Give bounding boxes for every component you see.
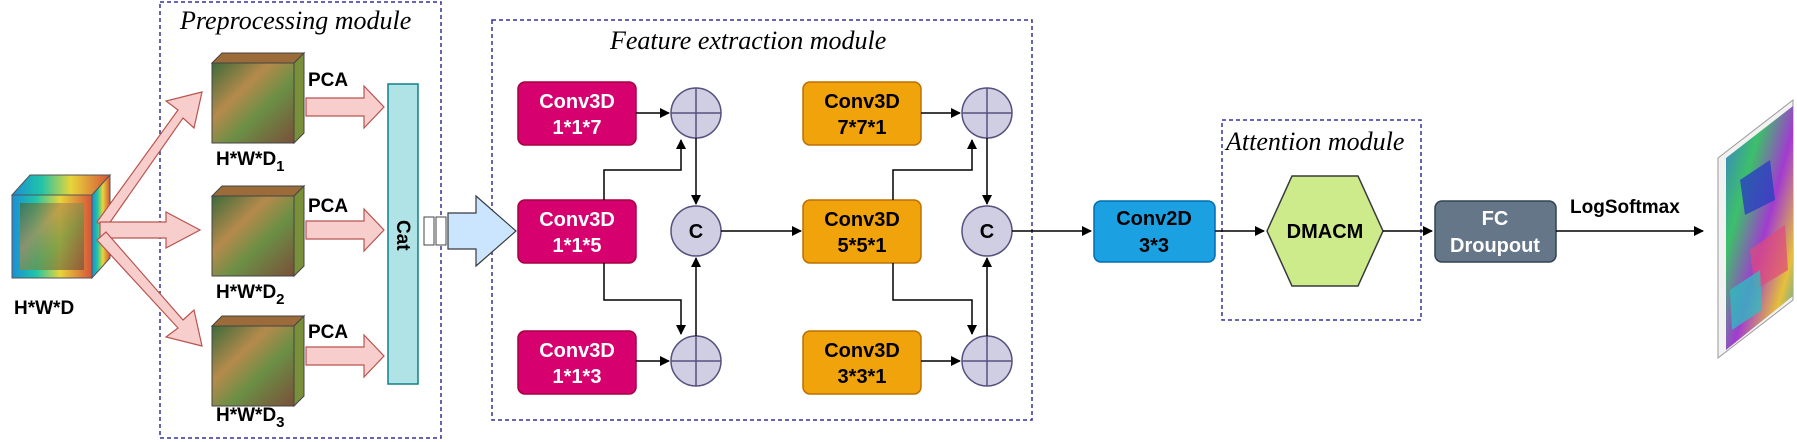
svg-text:Conv3D: Conv3D bbox=[824, 209, 900, 231]
svg-text:1*1*7: 1*1*7 bbox=[553, 117, 602, 139]
pca-label-1: PCA bbox=[308, 70, 348, 91]
svg-text:Droupout: Droupout bbox=[1450, 235, 1540, 257]
fan-arrow-top bbox=[96, 91, 203, 229]
cat-label: Cat bbox=[392, 220, 413, 251]
conv3d-3x3x1: Conv3D 3*3*1 bbox=[802, 330, 922, 395]
svg-text:DMACM: DMACM bbox=[1287, 221, 1364, 243]
feature-stack-small-2 bbox=[435, 216, 447, 246]
conv3d-7x7x1: Conv3D 7*7*1 bbox=[802, 81, 922, 146]
svg-text:Conv3D: Conv3D bbox=[824, 91, 900, 113]
input-hsi-cube bbox=[10, 173, 112, 280]
attention-module-title: Attention module bbox=[1224, 127, 1404, 156]
conv3d-1x1x5: Conv3D 1*1*5 bbox=[517, 199, 637, 264]
pca-label-3: PCA bbox=[308, 322, 348, 343]
input-label: H*W*D bbox=[14, 298, 74, 319]
band-label-3: H*W*D3 bbox=[216, 405, 285, 431]
concat-circle-right: C bbox=[961, 205, 1013, 257]
attention-module-box bbox=[1221, 119, 1422, 321]
pca-arrow-2 bbox=[305, 207, 385, 253]
pca-arrow-1 bbox=[305, 84, 385, 130]
conv3d-5x5x1: Conv3D 5*5*1 bbox=[802, 199, 922, 264]
svg-text:Conv3D: Conv3D bbox=[539, 340, 615, 362]
svg-text:1*1*3: 1*1*3 bbox=[553, 366, 602, 388]
concat-circle-left: C bbox=[670, 205, 722, 257]
add-circle-left-top bbox=[670, 87, 722, 139]
cat-block bbox=[387, 83, 419, 385]
feature-extraction-module-title: Feature extraction module bbox=[609, 26, 886, 55]
pca-arrow-3 bbox=[305, 333, 385, 379]
add-circle-right-top bbox=[961, 87, 1013, 139]
svg-text:5*5*1: 5*5*1 bbox=[838, 235, 887, 257]
conv3d-1x1x7: Conv3D 1*1*7 bbox=[517, 81, 637, 146]
svg-text:1*1*5: 1*1*5 bbox=[553, 235, 602, 257]
input-to-feature-arrow bbox=[447, 194, 517, 268]
pca-label-2: PCA bbox=[308, 196, 348, 217]
svg-text:Conv2D: Conv2D bbox=[1116, 208, 1192, 230]
band-cube-2 bbox=[210, 184, 306, 278]
conv3d-1x1x3: Conv3D 1*1*3 bbox=[517, 330, 637, 395]
svg-text:Conv3D: Conv3D bbox=[539, 91, 615, 113]
svg-text:3*3*1: 3*3*1 bbox=[838, 366, 887, 388]
band-cube-3 bbox=[210, 314, 306, 408]
fc-dropout-block: FC Droupout bbox=[1434, 200, 1557, 263]
svg-text:7*7*1: 7*7*1 bbox=[838, 117, 887, 139]
preprocessing-module-title: Preprocessing module bbox=[179, 6, 411, 35]
feature-stack-small-1 bbox=[423, 216, 435, 246]
svg-text:Conv3D: Conv3D bbox=[539, 209, 615, 231]
conv2d-3x3: Conv2D 3*3 bbox=[1093, 200, 1216, 263]
svg-text:C: C bbox=[980, 221, 994, 243]
feature-connectors bbox=[603, 108, 1092, 366]
output-classification-map bbox=[1717, 98, 1794, 360]
fan-arrow-bottom bbox=[96, 231, 203, 347]
band-label-1: H*W*D1 bbox=[216, 149, 285, 175]
add-circle-left-bottom bbox=[670, 335, 722, 387]
add-circle-right-bottom bbox=[961, 335, 1013, 387]
svg-text:C: C bbox=[689, 221, 703, 243]
band-label-2: H*W*D2 bbox=[216, 282, 285, 308]
logsoftmax-label: LogSoftmax bbox=[1570, 197, 1680, 218]
band-cube-1 bbox=[210, 51, 306, 145]
svg-text:Conv3D: Conv3D bbox=[824, 340, 900, 362]
svg-text:FC: FC bbox=[1482, 208, 1509, 230]
dmacm-hexagon: DMACM bbox=[1266, 175, 1384, 287]
svg-text:3*3: 3*3 bbox=[1139, 235, 1169, 257]
